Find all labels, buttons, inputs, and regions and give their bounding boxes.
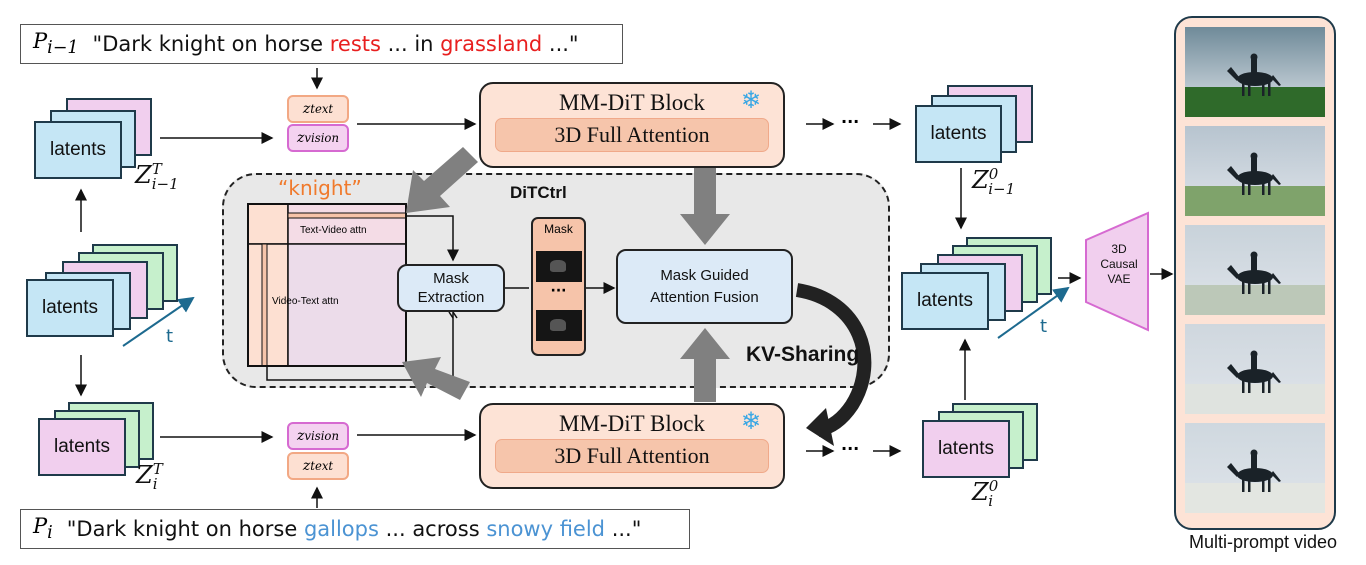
knight-token-label: “knight” <box>278 176 362 200</box>
latent-symbol-z-T-i: ZTi <box>136 460 163 493</box>
kv-sharing-arrowhead <box>806 408 834 446</box>
video-frame <box>1185 225 1325 315</box>
mmdit-title: MM-DiT Block <box>559 411 705 436</box>
horse-rider-silhouette <box>1227 53 1281 96</box>
mask-extraction-line2: Extraction <box>417 289 485 306</box>
prompt-previous-variable: Pi−1 <box>33 29 79 59</box>
vae-label: 3D Causal VAE <box>1092 242 1146 287</box>
prompt-segment: "Dark knight on horse <box>66 517 304 541</box>
prompt-previous-text: "Dark knight on horse rests ... in grass… <box>93 32 579 56</box>
video-frame <box>1185 126 1325 216</box>
prompt-segment: ..." <box>605 517 642 541</box>
grey-arrow-bottom-to-attention <box>402 357 470 400</box>
video-frame <box>1185 27 1325 117</box>
prompt-current-variable: Pi <box>33 514 53 544</box>
vae-line3: VAE <box>1107 272 1131 286</box>
snowflake-icon: ❄ <box>740 407 761 435</box>
prompt-segment: grassland <box>440 32 543 56</box>
mask-extraction-line1: Mask <box>433 270 469 287</box>
steps-ellipsis-top: ··· <box>841 112 860 131</box>
causal-vae <box>1085 211 1149 332</box>
mask-image <box>536 310 582 341</box>
mask-ellipsis: ··· <box>550 283 567 299</box>
ditctrl-title: DiTCtrl <box>510 183 567 202</box>
latent-frame-front: latents <box>34 121 122 179</box>
prompt-current: Pi "Dark knight on horse gallops ... acr… <box>20 509 690 549</box>
latents-label: latents <box>54 436 110 457</box>
steps-ellipsis-bottom: ··· <box>841 439 860 458</box>
time-arrow-right <box>997 286 1070 339</box>
mask-column: Mask ··· <box>531 217 586 356</box>
prompt-segment: snowy field <box>486 517 606 541</box>
grey-arrow-top-to-fusion <box>680 168 730 245</box>
video-frame-image <box>1185 27 1325 117</box>
vae-line2: Causal <box>1100 257 1138 271</box>
grey-arrow-top-to-attention <box>406 147 478 213</box>
prompt-current-text: "Dark knight on horse gallops ... across… <box>67 517 642 541</box>
video-frame <box>1185 423 1325 513</box>
latent-frame-front: latents <box>38 418 126 476</box>
latent-frame-front: latents <box>26 279 114 337</box>
kv-sharing-label: KV-Sharing <box>746 343 860 366</box>
video-frame-image <box>1185 126 1325 216</box>
time-axis-label-right: t <box>1040 316 1048 337</box>
horse-rider-silhouette <box>1227 449 1281 492</box>
horse-rider-silhouette <box>1227 350 1281 393</box>
attention-map <box>247 203 459 381</box>
latent-frame-front: latents <box>915 105 1002 163</box>
prompt-segment: ... across <box>378 517 487 541</box>
mask-label: Mask <box>544 222 573 236</box>
latents-label: latents <box>930 123 987 144</box>
mmdit-block-bottom: MM-DiT Block ❄ 3D Full Attention <box>479 403 785 489</box>
prompt-segment: ..." <box>542 32 579 56</box>
latent-frame-front: latents <box>922 420 1010 478</box>
prompt-segment: gallops <box>303 517 379 541</box>
multi-prompt-video-strip <box>1174 16 1336 530</box>
latent-symbol-z-0-i: Z0i <box>972 477 999 510</box>
kv-sharing-arrow <box>795 283 872 437</box>
prompt-segment: ... in <box>380 32 441 56</box>
video-frame-image <box>1185 324 1325 414</box>
video-text-attn-label: Video-Text attn <box>272 296 339 307</box>
prompt-previous: Pi−1 "Dark knight on horse rests ... in … <box>20 24 623 64</box>
horse-rider-silhouette <box>1227 251 1281 294</box>
video-frame-image <box>1185 423 1325 513</box>
fusion-line1: Mask Guided <box>660 266 749 284</box>
horse-rider-silhouette <box>1227 152 1281 195</box>
full-attention-3d: 3D Full Attention <box>495 439 769 473</box>
prompt-segment: rests <box>329 32 381 56</box>
vae-line1: 3D <box>1111 242 1127 256</box>
text-video-attn-label: Text-Video attn <box>300 225 367 236</box>
snowflake-icon: ❄ <box>740 86 761 114</box>
grey-arrow-bottom-to-fusion <box>680 328 730 402</box>
fusion-line2: Attention Fusion <box>650 288 759 306</box>
video-frame-image <box>1185 225 1325 315</box>
latents-label: latents <box>42 297 98 318</box>
latent-symbol-z-0-i-minus-1: Z0i−1 <box>972 165 1016 198</box>
full-attention-3d: 3D Full Attention <box>495 118 769 152</box>
latent-symbol-z-T-i-minus-1: ZTi−1 <box>135 160 179 193</box>
mmdit-block-top: MM-DiT Block ❄ 3D Full Attention <box>479 82 785 168</box>
video-frame <box>1185 324 1325 414</box>
video-caption: Multi-prompt video <box>1188 532 1338 552</box>
latents-label: latents <box>938 438 994 459</box>
latents-label: latents <box>50 139 106 160</box>
mmdit-title: MM-DiT Block <box>559 90 705 115</box>
latents-label: latents <box>917 290 973 311</box>
mask-image <box>536 251 582 282</box>
latent-frame-front: latents <box>901 272 989 330</box>
time-axis-label-left: t <box>166 326 174 347</box>
prompt-segment: "Dark knight on horse <box>92 32 330 56</box>
time-arrow-left <box>122 296 195 347</box>
